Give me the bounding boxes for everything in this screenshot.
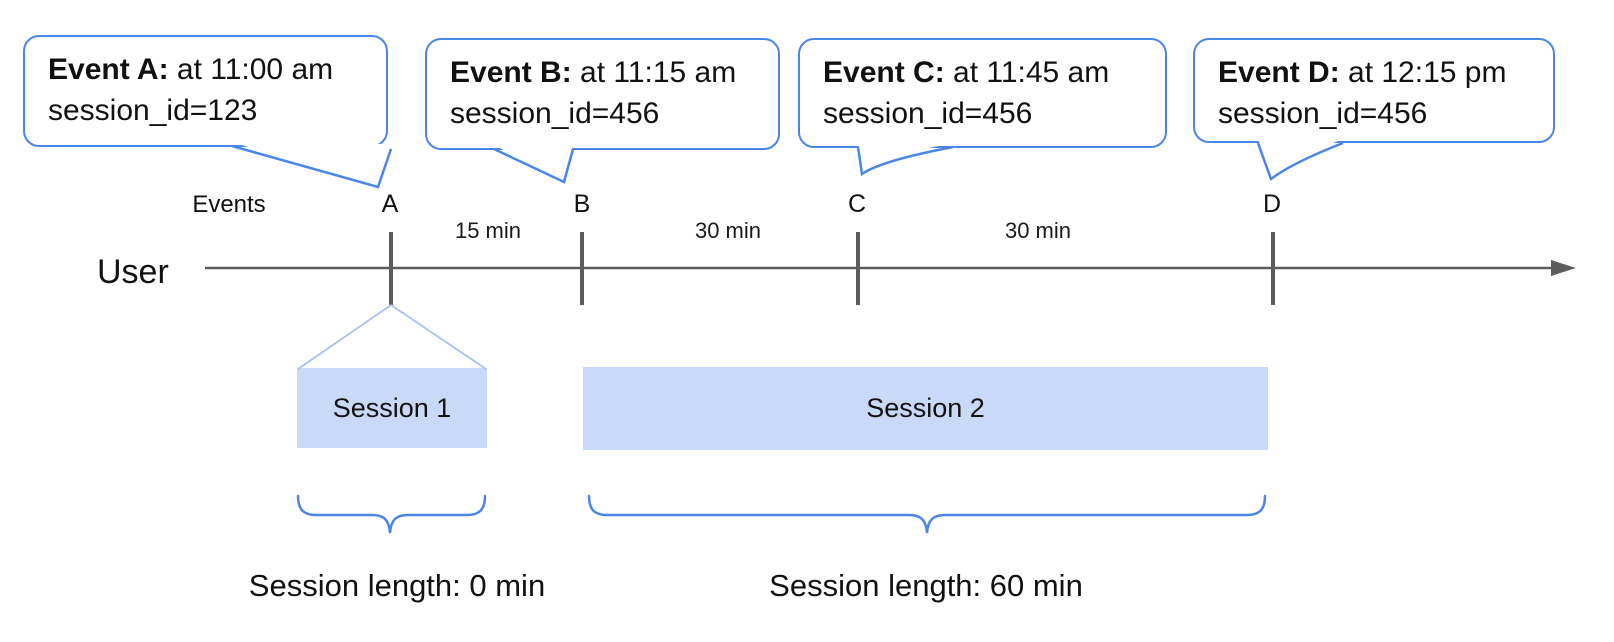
session1-label: Session 1	[332, 392, 452, 423]
session2-brace	[587, 494, 1267, 534]
event-c-title: Event C:	[823, 56, 945, 89]
interval-b-c-label: 30 min	[694, 218, 762, 243]
event-b-session-id: session_id=456	[450, 97, 660, 130]
event-d-time: at 12:15 pm	[1339, 56, 1507, 89]
event-b-title: Event B:	[450, 56, 572, 89]
event-d-callout-line1: Event D: at 12:15 pm	[1218, 52, 1543, 93]
event-b-time: at 11:15 am	[571, 56, 737, 89]
user-row-label: User	[97, 253, 169, 291]
event-d-title: Event D:	[1218, 56, 1340, 89]
event-a-callout-line1: Event A: at 11:00 am	[48, 49, 376, 90]
event-a-callout-bubble: Event A: at 11:00 am session_id=123	[23, 35, 388, 147]
event-b-marker-letter: B	[573, 190, 591, 218]
event-d-callout-bubble: Event D: at 12:15 pm session_id=456	[1193, 38, 1555, 143]
event-a-title: Event A:	[48, 53, 169, 86]
session1-bar: Session 1	[297, 368, 487, 448]
interval-a-b-label: 15 min	[454, 218, 522, 243]
event-d-callout-tail	[1258, 139, 1343, 179]
event-c-callout-bubble: Event C: at 11:45 am session_id=456	[798, 38, 1167, 148]
session1-length-label: Session length: 0 min	[248, 568, 546, 603]
timeline-arrowhead-icon	[1551, 260, 1576, 276]
interval-c-d-label: 30 min	[1004, 218, 1072, 243]
session2-length-label: Session length: 60 min	[769, 568, 1083, 603]
event-c-marker-letter: C	[847, 190, 867, 218]
session1-brace	[296, 494, 487, 534]
event-d-session-id: session_id=456	[1218, 97, 1428, 130]
session1-funnel-left-line	[297, 304, 392, 370]
event-c-callout-line1: Event C: at 11:45 am	[823, 52, 1155, 93]
session2-label: Session 2	[866, 393, 985, 423]
event-a-callout-tail-edge	[231, 144, 393, 189]
event-b-callout-line1: Event B: at 11:15 am	[450, 52, 768, 93]
event-b-callout-tail-edge	[493, 147, 575, 184]
event-c-time: at 11:45 am	[944, 56, 1110, 89]
event-d-marker-letter: D	[1262, 190, 1282, 218]
events-row-label: Events	[192, 191, 266, 218]
event-a-time: at 11:00 am	[168, 53, 334, 86]
session2-bar: Session 2	[583, 367, 1268, 450]
event-b-callout-bubble: Event B: at 11:15 am session_id=456	[425, 38, 780, 150]
event-c-callout-tail-edge	[856, 145, 954, 177]
event-d-callout-tail-edge	[1256, 141, 1344, 182]
event-a-session-id: session_id=123	[48, 94, 258, 127]
event-a-callout-tail	[232, 142, 391, 187]
event-c-session-id: session_id=456	[823, 97, 1033, 130]
event-b-callout-tail	[494, 145, 573, 182]
event-a-marker-letter: A	[381, 190, 399, 218]
session1-funnel-right-line	[390, 304, 487, 370]
